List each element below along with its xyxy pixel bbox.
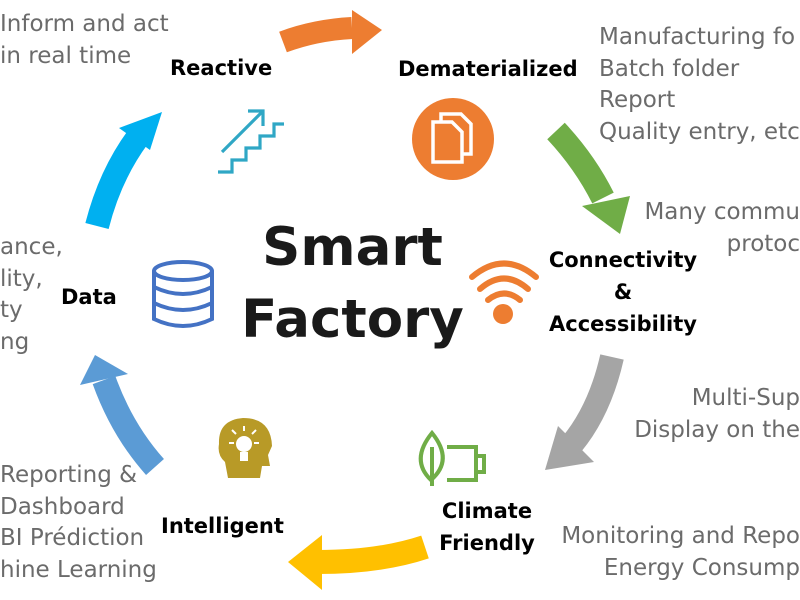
note-intelligent-line: Reporting & [0, 462, 138, 488]
leaf-battery-icon [418, 429, 486, 486]
wifi-icon [469, 260, 539, 324]
node-connectivity-line-3: Accessibility [549, 312, 697, 336]
note-reactive-line: in real time [0, 42, 132, 69]
note-data-line: ty [0, 297, 23, 323]
note-data-line: lity, [0, 265, 43, 292]
center-title: Smart Factory [230, 212, 475, 356]
note-climate-line: Energy Consump [603, 554, 800, 581]
note-data-line: ng [0, 328, 30, 355]
note-dematerialized-line: Manufacturing fo [599, 24, 796, 50]
node-intelligent-label: Intelligent [161, 514, 284, 538]
node-connectivity-line-1: Connectivity [548, 248, 698, 272]
arrow-reactive-to-dematerialized [279, 10, 382, 54]
node-dematerialized-label: Dematerialized [398, 57, 578, 81]
stairs-up-arrow-icon [218, 109, 284, 174]
note-data-line: ance, [0, 234, 63, 260]
arrow-connectivity-to-climate [545, 354, 624, 470]
note-dematerialized-line: Quality entry, etc. [599, 118, 800, 145]
note-intelligent-line: hine Learning [0, 556, 157, 583]
note-dematerialized-line: Batch folder [599, 55, 740, 82]
node-connectivity: Connectivity & Accessibility [547, 244, 699, 340]
note-connectivity-line: Many commu [644, 199, 800, 225]
node-intelligent: Intelligent [161, 510, 284, 542]
note-intelligent: Reporting & Dashboard BI Prédiction hine… [0, 460, 157, 586]
note-connectivity-line: protoc [726, 230, 800, 257]
head-lightbulb-icon [218, 418, 272, 478]
note-connectivity: Many commu protoc [644, 197, 800, 260]
note-dematerialized-line: Report [599, 87, 676, 113]
node-dematerialized: Dematerialized [398, 53, 578, 85]
note-intelligent-line: Dashboard [0, 493, 125, 520]
center-title-line-1: Smart [262, 217, 443, 278]
node-reactive-label: Reactive [170, 56, 273, 80]
node-reactive: Reactive [170, 52, 272, 84]
note-data: ance, lity, ty ng [0, 232, 63, 358]
note-intelligent-line: BI Prédiction [0, 525, 145, 551]
arrow-climate-to-intelligent [288, 535, 429, 590]
note-climate-line: Monitoring and Repo [561, 523, 800, 549]
note-multisupport-line: Multi-Sup [691, 385, 800, 411]
arrow-dematerialized-to-connectivity [547, 122, 630, 234]
node-data: Data [61, 281, 117, 313]
documents-icon [412, 98, 494, 180]
note-reactive-line: Inform and act [0, 11, 169, 37]
note-dematerialized: Manufacturing fo Batch folder Report Qua… [599, 22, 800, 148]
node-climate-friendly: Climate Friendly [432, 495, 542, 559]
arrow-data-to-reactive [85, 112, 162, 230]
note-reactive: Inform and act in real time [0, 9, 169, 72]
note-multisupport: Multi-Sup Display on the [634, 383, 800, 446]
center-title-line-2: Factory [241, 289, 464, 350]
node-climate-line-2: Friendly [439, 531, 535, 555]
node-data-label: Data [61, 285, 117, 309]
database-icon [152, 260, 214, 328]
note-climate: Monitoring and Repo Energy Consump [561, 521, 800, 584]
node-climate-line-1: Climate [441, 499, 533, 523]
note-multisupport-line: Display on the [634, 416, 800, 443]
arrow-intelligent-to-data [80, 355, 165, 475]
node-connectivity-line-2: & [613, 280, 633, 304]
